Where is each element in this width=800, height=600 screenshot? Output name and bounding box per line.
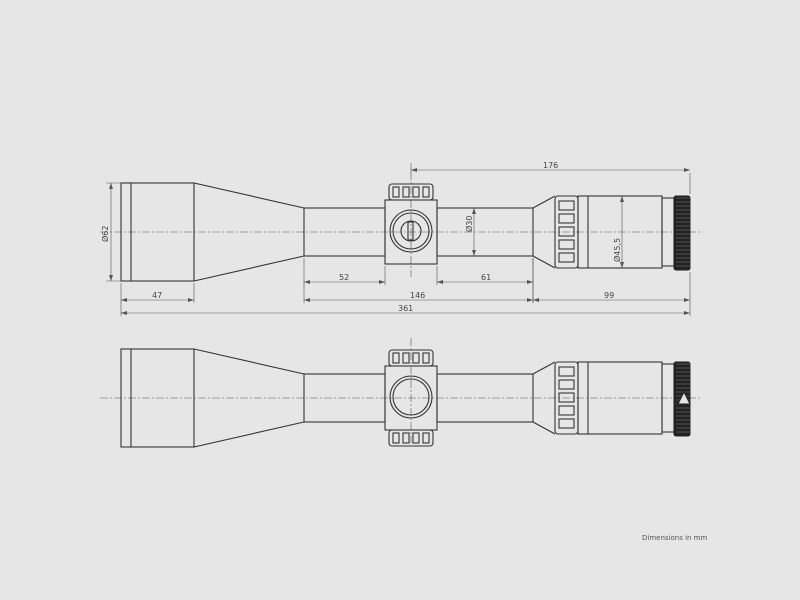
- power-ring-grip: [558, 213, 575, 224]
- dim-turret-to-eyepiece: 176: [543, 161, 558, 170]
- scope-side-view-top: [100, 172, 700, 282]
- units-note: Dimensions in mm: [642, 534, 708, 542]
- ocular-taper: [532, 361, 556, 435]
- knurl-grip: [392, 352, 400, 364]
- knurl-grip: [402, 432, 410, 444]
- knurl-grip: [412, 352, 420, 364]
- power-ring-grip: [558, 226, 575, 237]
- knurl-grip: [412, 186, 420, 198]
- knurl-grip: [392, 186, 400, 198]
- diopter-marker-icon: [677, 390, 691, 405]
- objective-taper: [193, 182, 305, 282]
- knurl-grip: [402, 352, 410, 364]
- objective-bell: [120, 182, 195, 282]
- side-knob-slot: [407, 221, 414, 241]
- eyepiece-knurl: [673, 195, 691, 271]
- ocular-taper: [532, 195, 556, 269]
- dim-tube-diameter: Ø30: [464, 216, 474, 232]
- dim-objective-length: 47: [152, 291, 162, 300]
- dimension-lines: [106, 163, 691, 316]
- knurl-grip: [422, 186, 430, 198]
- power-ring-grip: [558, 366, 575, 377]
- dim-rear-tube-length: 61: [481, 273, 491, 282]
- power-ring-grip: [558, 252, 575, 263]
- power-ring-grip: [558, 418, 575, 429]
- knurl-grip: [422, 432, 430, 444]
- extension-line: [106, 182, 121, 282]
- power-ring-grip: [558, 239, 575, 250]
- knurl-grip: [422, 352, 430, 364]
- knurl-grip: [402, 186, 410, 198]
- rear-tube: [436, 207, 534, 257]
- scope-side-view-bottom: [100, 338, 700, 448]
- rear-tube: [436, 373, 534, 423]
- dim-objective-diameter: Ø62: [100, 226, 110, 242]
- dim-front-tube-length: 52: [339, 273, 349, 282]
- dim-ocular-length: 99: [604, 291, 614, 300]
- dim-tube-section-length: 146: [410, 291, 425, 300]
- objective-taper: [193, 348, 305, 448]
- power-ring-grip: [558, 392, 575, 403]
- power-ring-grip: [558, 379, 575, 390]
- power-ring-grip: [558, 200, 575, 211]
- knurl-grip: [392, 432, 400, 444]
- dim-ocular-diameter: Ø45,5: [612, 238, 622, 262]
- power-ring-grip: [558, 405, 575, 416]
- dim-overall-length: 361: [398, 304, 413, 313]
- objective-bell: [120, 348, 195, 448]
- knurl-grip: [412, 432, 420, 444]
